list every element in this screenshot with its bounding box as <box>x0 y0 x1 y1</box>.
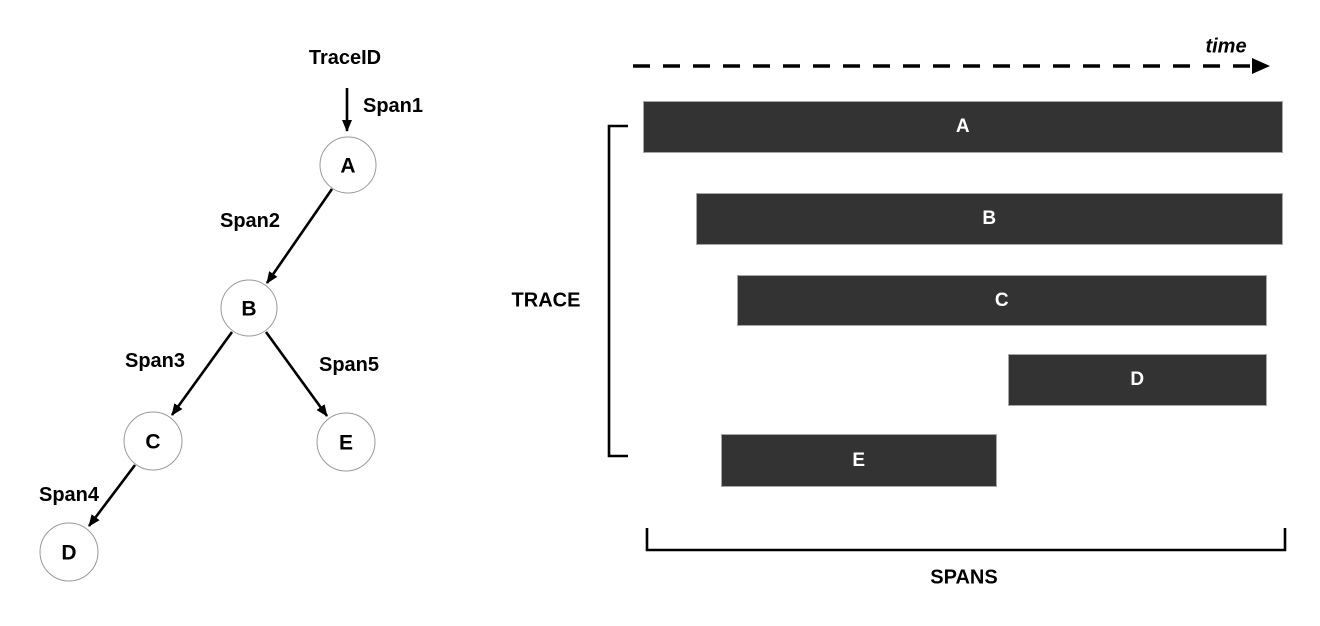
span-bar-label: D <box>1130 369 1145 390</box>
span-bar-label: C <box>994 289 1010 311</box>
tree-node-e <box>316 412 376 472</box>
spans-bracket-label: SPANS <box>930 566 998 589</box>
span-bar-b: B <box>696 193 1283 245</box>
trace-id-label: TraceID <box>309 47 381 69</box>
span-bar-a: A <box>643 101 1283 153</box>
tree-node-label-c: C <box>145 431 160 454</box>
tree-edge-label-span3: Span3 <box>125 350 185 372</box>
tree-node-label-b: B <box>241 298 256 321</box>
time-axis-label: time <box>1205 35 1247 58</box>
tree-edge-arrow-span2 <box>265 188 334 284</box>
tree-node-label-d: D <box>61 542 76 565</box>
trace-bracket <box>607 124 628 458</box>
tree-node-label-a: A <box>340 155 355 178</box>
span-bar-label: B <box>982 208 997 229</box>
tree-edge-label-span2: Span2 <box>220 210 280 232</box>
tree-node-c <box>123 411 183 471</box>
tree-node-d <box>39 522 99 582</box>
time-axis-arrowhead-icon <box>1252 58 1270 74</box>
tree-edge-arrow-span5 <box>264 331 329 417</box>
tree-node-b <box>220 279 278 337</box>
spans-bracket <box>645 528 1287 552</box>
span-bar-label: E <box>852 449 866 471</box>
tree-node-label-e: E <box>339 432 353 455</box>
tree-edge-label-span1: Span1 <box>363 95 423 117</box>
span-bar-c: C <box>737 275 1267 326</box>
tree-edge-arrow-span4 <box>87 464 137 527</box>
span-bar-label: A <box>955 116 971 137</box>
tree-edge-label-span5: Span5 <box>319 354 379 376</box>
tree-node-a <box>319 136 377 194</box>
tree-edge-label-span4: Span4 <box>39 484 100 506</box>
span-bar-d: D <box>1008 354 1267 406</box>
trace-bracket-label: TRACE <box>511 289 581 312</box>
span-bar-e: E <box>721 434 997 487</box>
tree-edge-arrow-span3 <box>170 331 234 416</box>
